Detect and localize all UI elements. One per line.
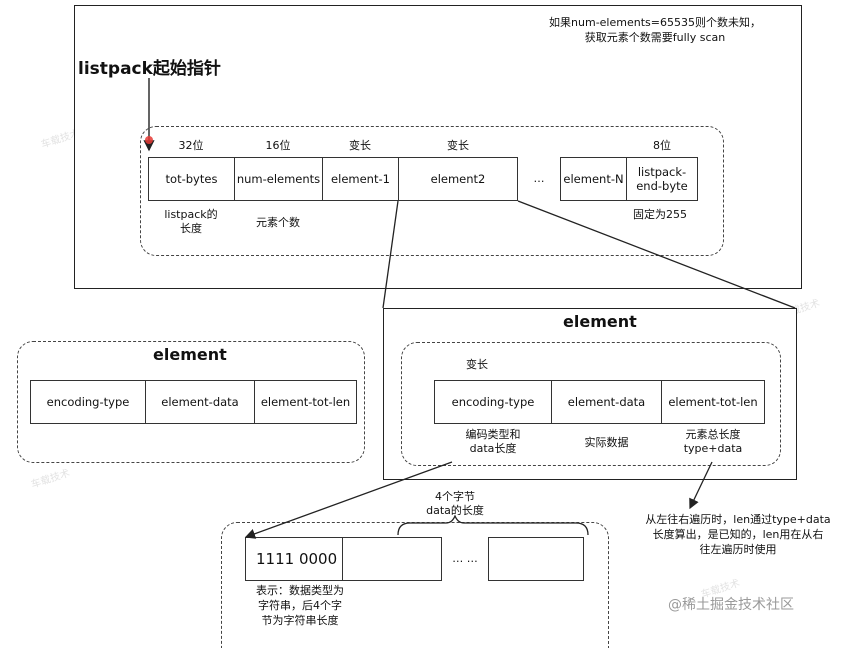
var-length-label: 变长: [466, 358, 488, 371]
encoding-arrow: [244, 461, 453, 539]
bytes-brace: [397, 514, 589, 536]
bits-label-num-elements: 16位: [265, 139, 291, 152]
bytes-label: 4个字节 data的长度: [426, 490, 484, 517]
note-fixed-255: 固定为255: [633, 208, 687, 221]
cell-element-1: element-1: [322, 157, 399, 201]
traverse-note: 从左往右遍历时，len通过type+data 长度算出，是已知的，len用在从右…: [645, 513, 831, 556]
cell-tot-bytes: tot-bytes: [148, 157, 235, 201]
encoding-first-byte: 1111 0000: [245, 537, 343, 581]
right-encoding-type: encoding-type: [434, 380, 552, 424]
cell-end-byte: listpack-end-byte: [626, 157, 698, 201]
note-actual-data: 实际数据: [584, 436, 629, 449]
note-encoding-and-length: 编码类型和 data长度: [465, 428, 521, 455]
top-ellipsis: …: [533, 172, 545, 185]
cell-num-elements: num-elements: [234, 157, 323, 201]
encoding-data-byte: [488, 537, 584, 581]
bits-label-element-2: 变长: [447, 139, 469, 152]
expand-line-right: [517, 200, 796, 309]
num-elements-note: 如果num-elements=65535则个数未知， 获取元素个数需要fully…: [549, 16, 761, 44]
note-element-count: 元素个数: [256, 216, 300, 229]
encoding-length-byte: [342, 537, 442, 581]
note-total-length: 元素总长度 type+data: [683, 428, 743, 455]
cell-element-2: element2: [398, 157, 518, 201]
encoding-explain: 表示：数据类型为 字符串，后4个字 节为字符串长度: [256, 584, 344, 627]
note-listpack-length: listpack的 长度: [164, 208, 218, 235]
bits-label-tot-bytes: 32位: [178, 139, 204, 152]
bits-label-end-byte: 8位: [653, 139, 671, 152]
listpack-frame: [74, 5, 802, 289]
element-left-dashed-box: [17, 341, 365, 463]
expand-line-left: [382, 200, 399, 309]
bits-label-element-1: 变长: [349, 139, 371, 152]
element-right-title: element: [563, 312, 637, 331]
left-element-tot-len: element-tot-len: [254, 380, 357, 424]
element-left-title: element: [153, 345, 227, 364]
start-pointer-label: listpack起始指针: [78, 59, 221, 79]
brand-watermark: @稀土掘金技术社区: [668, 597, 794, 613]
listpack-dashed-box: [140, 126, 724, 256]
element-right-dashed-box: [401, 342, 781, 466]
connector-lines: [143, 78, 796, 539]
pointer-dot: [145, 136, 153, 144]
tot-len-arrow: [689, 461, 713, 510]
left-element-data: element-data: [145, 380, 255, 424]
right-element-tot-len: element-tot-len: [661, 380, 765, 424]
encoding-ellipsis: … …: [452, 552, 478, 565]
